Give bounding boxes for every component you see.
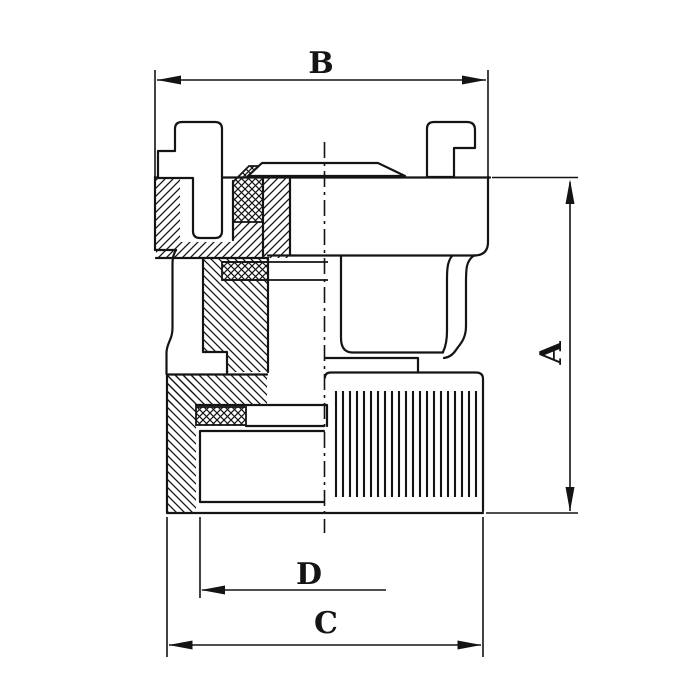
dim-b-arrow-left [157,75,181,85]
lower-sleeve-wall-hatch [203,258,268,372]
nut-right-outline [323,371,485,513]
dim-c-label: C [314,606,338,641]
dim-d-label: D [296,557,322,592]
section-hatching [156,178,290,513]
ring-left-edge [153,175,178,252]
cone-inner-curve [441,254,454,354]
bore-wall-and-tail [339,254,445,354]
dimension-A: A [486,176,578,514]
sleeve-vertical-edges [231,166,292,260]
right-claw [425,120,477,179]
seals [195,165,269,426]
body-outlines [153,166,490,515]
dimension-D: D [199,517,386,598]
dimension-B: B [154,46,489,177]
dim-b-lines [154,70,489,177]
dim-c-arrow-right [457,640,482,650]
seal-seat-lines [222,261,328,281]
claws [156,120,477,240]
dim-c-arrow-left [168,640,193,650]
center-spigot-top [246,161,407,178]
ring-bottom-band-hatch [156,242,268,258]
left-shell-profile [165,248,178,376]
tail-lower-line [323,356,420,373]
flange-right-edge [472,175,490,257]
dim-a-arrow-top [565,179,575,204]
upper-sleeve-wall-hatch [263,178,290,258]
dim-b-arrow-right [462,75,486,85]
dim-d-lines [199,517,386,598]
left-claw [156,120,224,240]
seal-seat-hatch [233,222,263,242]
nut-top-band-hatch [167,375,267,405]
knurl-lines [334,391,478,497]
dim-a-label: A [534,341,569,366]
dimension-C: C [166,517,484,657]
lower-seal-gasket-hatch [196,407,246,425]
ring-wall-hatch [156,178,180,242]
middle-seal-gasket-hatch [222,262,268,280]
dim-d-arrow-left [201,585,225,595]
dim-a-lines [486,176,578,514]
nut-bore-lines [194,403,329,504]
cone-outer-curve [442,254,476,360]
dim-c-lines [166,517,484,657]
shell-inner-pocket [201,256,229,376]
dim-a-arrow-bottom [565,487,575,512]
dim-b-label: B [308,46,333,81]
upper-seal-gasket-hatch [233,166,263,222]
